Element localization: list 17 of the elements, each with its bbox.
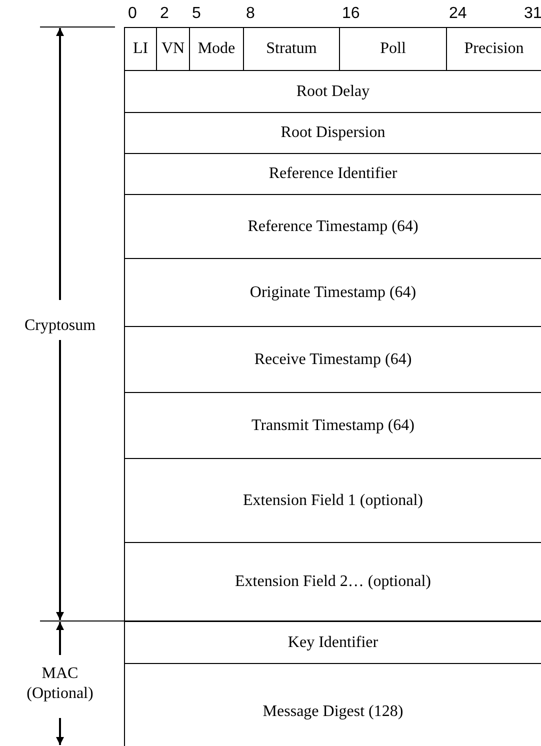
field-cell: Message Digest (128): [124, 663, 541, 746]
field-cell: Reference Timestamp (64): [124, 194, 541, 258]
field-cell: Reference Identifier: [124, 153, 541, 194]
field-cell: Extension Field 1 (optional): [124, 458, 541, 542]
field-cell: Receive Timestamp (64): [124, 326, 541, 392]
field-cell: Stratum: [243, 27, 339, 70]
field-cell: VN: [156, 27, 189, 70]
field-cell: Root Dispersion: [124, 112, 541, 153]
field-cell: Transmit Timestamp (64): [124, 392, 541, 458]
field-cell: Originate Timestamp (64): [124, 258, 541, 326]
field-cell: LI: [124, 27, 156, 70]
field-cell: Precision: [446, 27, 541, 70]
field-cell: Key Identifier: [124, 621, 541, 663]
field-cell: Extension Field 2… (optional): [124, 542, 541, 621]
field-cell: Root Delay: [124, 70, 541, 112]
field-cell: Mode: [189, 27, 243, 70]
field-cell: Poll: [339, 27, 446, 70]
